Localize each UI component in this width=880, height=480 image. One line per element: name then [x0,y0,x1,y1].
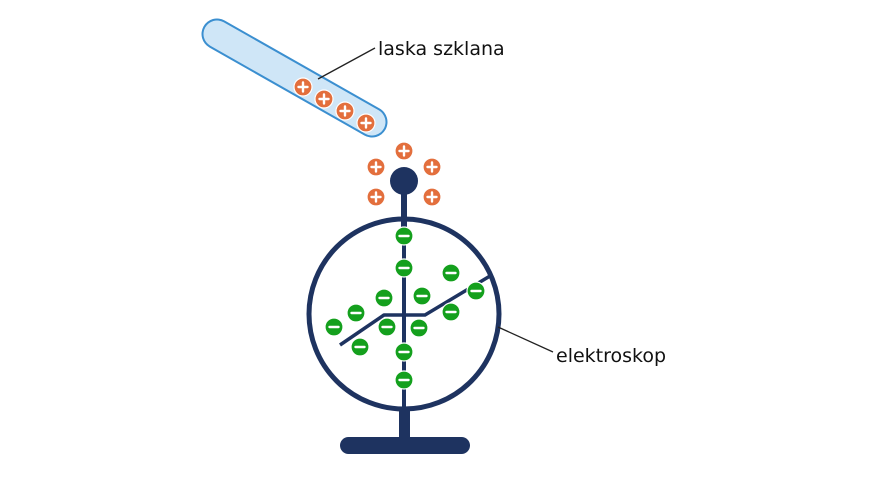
negative-charge-icon [394,258,414,278]
negative-charges [324,226,486,390]
electroscope-ball [390,167,418,195]
negative-charge-icon [324,317,344,337]
electroscope-pillar [399,408,410,442]
negative-charge-icon [377,317,397,337]
positive-charges [293,77,442,207]
positive-charge-icon [422,187,442,207]
positive-charge-icon [314,89,334,109]
positive-charge-icon [356,113,376,133]
positive-charge-icon [335,101,355,121]
negative-charge-icon [346,303,366,323]
electroscope [306,167,502,454]
positive-charge-icon [422,157,442,177]
rod-leader-line [317,47,376,80]
negative-charge-icon [394,370,414,390]
electroscope-label: elektroskop [556,345,666,367]
negative-charge-icon [441,263,461,283]
negative-charge-icon [374,288,394,308]
negative-charge-icon [409,318,429,338]
negative-charge-icon [441,302,461,322]
electroscope-leader-line [497,326,554,353]
electroscope-leaves [339,274,491,347]
electroscope-base [340,437,470,454]
positive-charge-icon [293,77,313,97]
negative-charge-icon [394,342,414,362]
positive-charge-icon [366,157,386,177]
positive-charge-icon [394,141,414,161]
rod-label: laska szklana [378,38,505,60]
positive-charge-icon [366,187,386,207]
negative-charge-icon [350,337,370,357]
negative-charge-icon [466,281,486,301]
negative-charge-icon [394,226,414,246]
negative-charge-icon [412,286,432,306]
